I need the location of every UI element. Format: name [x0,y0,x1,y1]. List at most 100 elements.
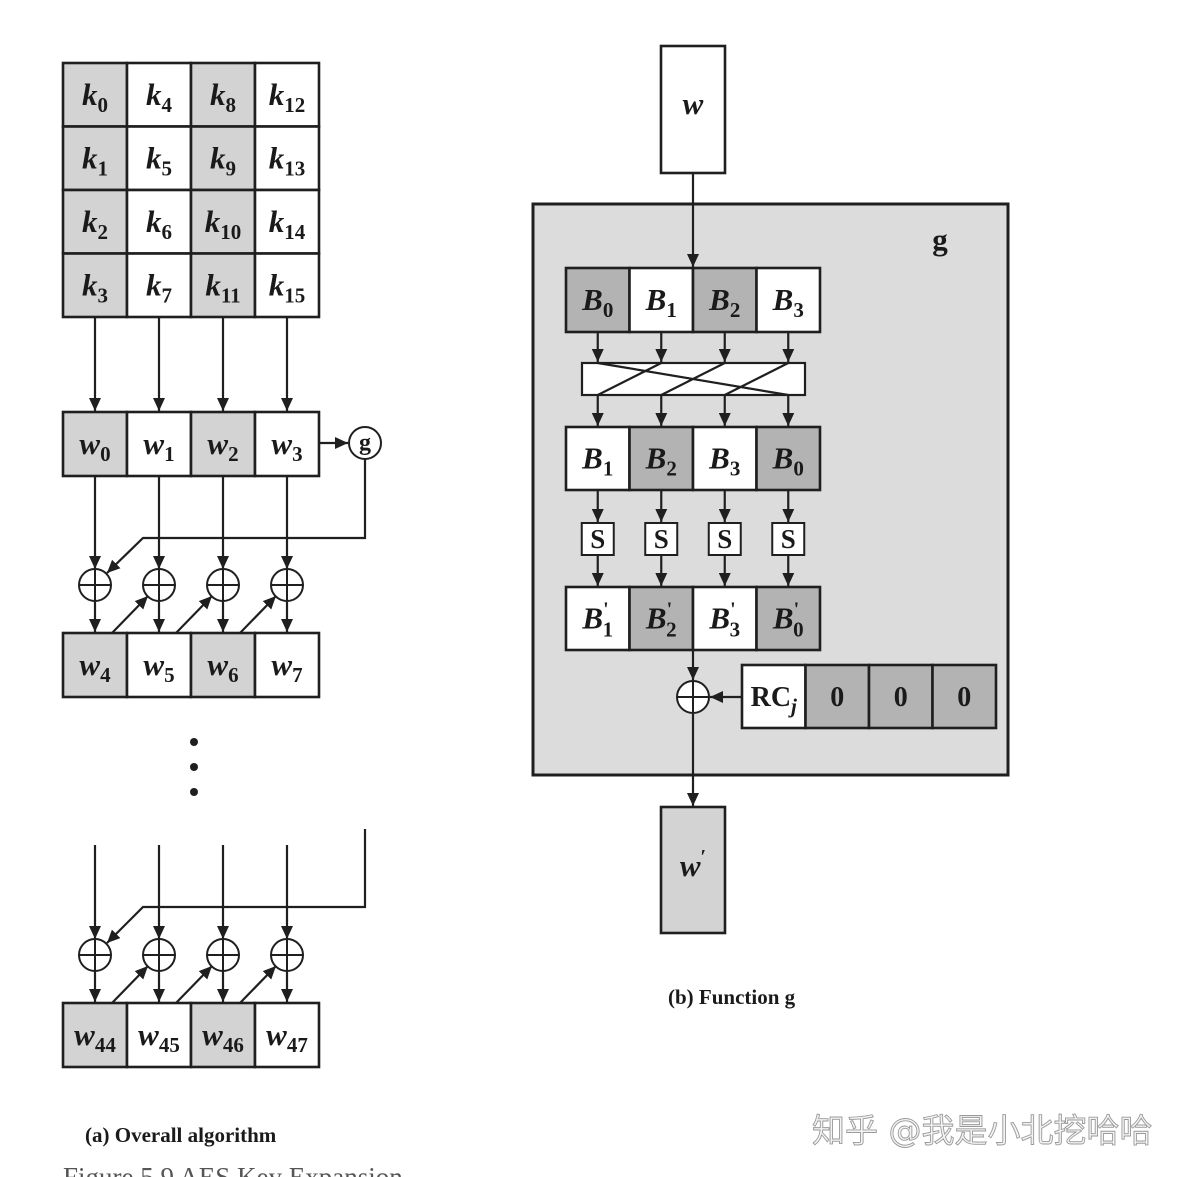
word-label-subscript: 2 [228,442,239,466]
key-matrix-label-base: k [146,140,162,175]
substituted-byte-label-prime: ' [794,599,800,621]
key-matrix-label-subscript: 4 [162,93,173,117]
round-constant-label-base: 0 [894,682,908,713]
key-matrix-label-subscript: 2 [98,220,109,244]
word-label: w47 [266,1017,308,1057]
round-constant-cell [804,663,871,730]
input-word-box [659,44,727,175]
permutation-wire [660,362,726,396]
byte-label-subscript: 1 [666,298,677,322]
rotated-byte-cell [628,425,695,492]
key-matrix-label-subscript: 3 [98,283,109,307]
byte-label-base: B [645,282,667,317]
byte-label-subscript: 3 [793,298,804,322]
chain-arrow [175,595,213,634]
substituted-byte-label-base: B [581,601,603,636]
word-cell [61,1001,129,1069]
input-word-label: w [683,86,704,121]
key-matrix-label: k10 [205,204,242,244]
word-label-base: w [271,647,292,682]
key-matrix-label-subscript: 5 [162,156,173,180]
word-label-base: w [143,647,164,682]
round-constant-label: 0 [894,682,908,713]
key-matrix-label-base: k [146,77,162,112]
caption-function-g: (b) Function g [668,985,796,1009]
ellipsis-dot [190,763,198,771]
round-constant-label-base: RC [751,682,791,713]
substituted-byte-label-subscript: 2 [666,618,677,642]
round-constant-label: RCj [751,682,797,718]
g-output-path [106,829,367,944]
substituted-byte-label-base: B [645,601,667,636]
chain-arrow [111,965,149,1004]
rotword-permutation [580,361,807,397]
word-label: w6 [207,647,238,687]
substituted-byte-cell [691,585,758,652]
chain-arrow [111,595,149,634]
substituted-byte-cell [628,585,695,652]
chain-arrow [239,965,277,1004]
byte-cell [755,266,822,334]
key-matrix-label: k15 [269,267,306,307]
key-matrix-cell [253,125,321,192]
input-word-label-base: w [683,86,704,121]
sbox: S [580,522,615,556]
key-matrix-label-base: k [205,267,221,302]
word-label-base: w [79,426,100,461]
key-matrix-label: k0 [82,77,108,117]
key-matrix-label-subscript: 13 [284,156,305,180]
word-cell [253,410,321,478]
word-label: w44 [74,1017,116,1057]
word-label-base: w [202,1017,223,1052]
key-matrix-label-subscript: 6 [162,220,173,244]
chain-arrow [175,965,213,1004]
round-constant-cell [867,663,934,730]
word-cell [61,410,129,478]
sbox-box [644,522,679,556]
byte-label: B2 [708,282,740,322]
word-label-subscript: 3 [292,442,303,466]
key-matrix-label-base: k [82,77,98,112]
substituted-byte-label-prime: ' [603,599,609,621]
sbox-label: S [654,524,669,554]
caption-overall-algorithm: (a) Overall algorithm [85,1123,277,1147]
key-matrix-label: k2 [82,204,108,244]
xor-icon [78,568,112,602]
word-label-base: w [207,647,228,682]
word-label-subscript: 6 [228,663,239,687]
key-matrix-label-subscript: 0 [98,93,109,117]
permutation-wire [724,362,789,396]
key-matrix-label-base: k [269,204,285,239]
byte-label-base: B [772,282,794,317]
word-label-subscript: 4 [100,663,111,687]
figure-title: Figure 5.9 AES Key Expansion [63,1162,403,1177]
ellipsis-dot [190,738,198,746]
key-matrix-label-base: k [82,204,98,239]
key-matrix-label: k14 [269,204,306,244]
byte-label: B0 [581,282,613,322]
substituted-byte-label-subscript: 1 [603,618,614,642]
word-label: w3 [271,426,302,466]
round-constant-label-base: 0 [957,682,971,713]
word-label-base: w [143,426,164,461]
word-cell [253,631,321,699]
word-cell [189,631,257,699]
word-label-subscript: 1 [164,442,175,466]
rotated-byte-label-base: B [581,441,603,476]
key-matrix-cell [189,252,257,319]
xor-icon [676,680,710,714]
byte-label-base: B [708,282,730,317]
word-label-subscript: 5 [164,663,175,687]
word-label: w46 [202,1017,244,1057]
round-constant-cell [931,663,998,730]
key-matrix-label-subscript: 14 [284,220,306,244]
substituted-byte-cell [755,585,822,652]
word-label-base: w [207,426,228,461]
